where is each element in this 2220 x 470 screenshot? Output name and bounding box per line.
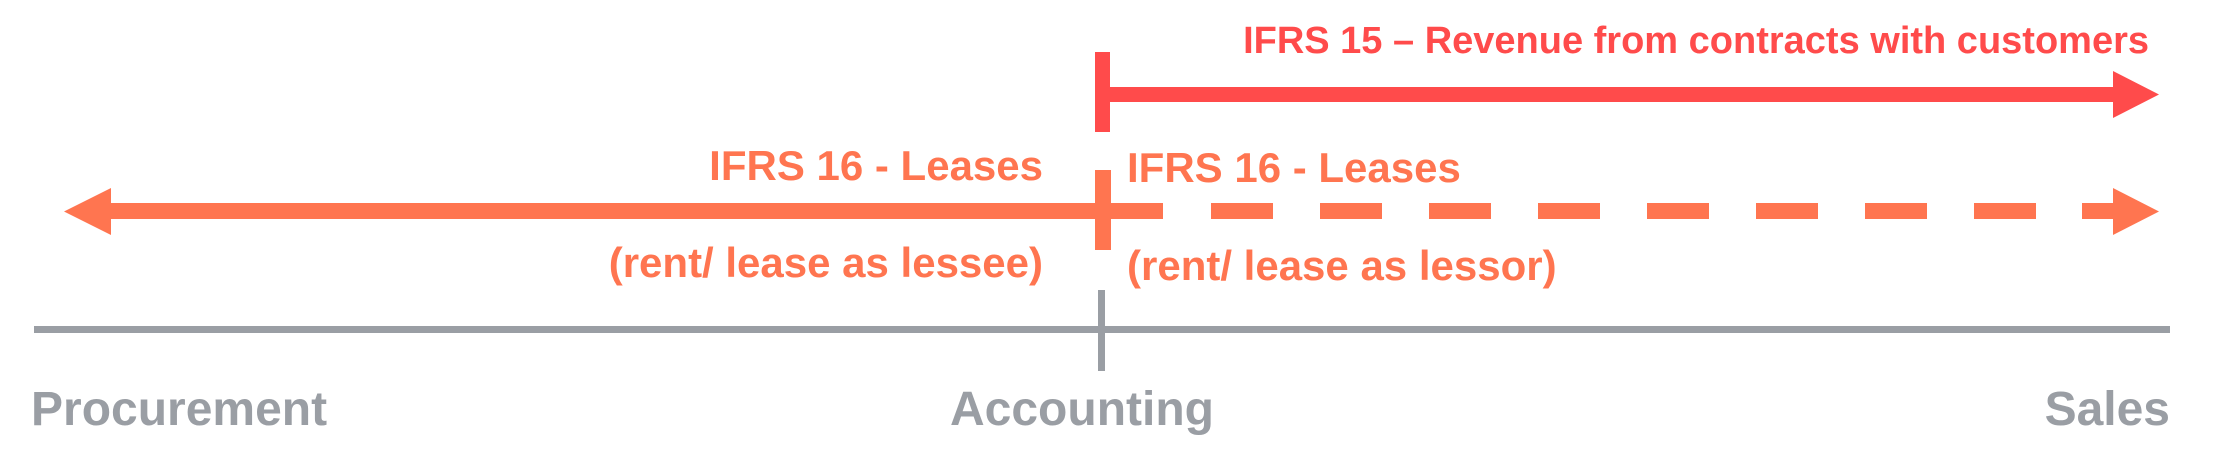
ifrs16-lessor-title: IFRS 16 - Leases bbox=[1127, 144, 1461, 191]
ifrs16-lessor-dash bbox=[1647, 203, 1709, 219]
ifrs16-lessee-title: IFRS 16 - Leases bbox=[709, 142, 1043, 189]
ifrs16-lessor-dash bbox=[1211, 203, 1273, 219]
ifrs16-lessor-arrow bbox=[1103, 188, 2159, 235]
ifrs16-lessor-dash bbox=[1320, 203, 1382, 219]
ifrs16-lessor-dash bbox=[2082, 203, 2114, 219]
ifrs16-lessor-subtitle: (rent/ lease as lessor) bbox=[1127, 242, 1557, 289]
axis-label-accounting: Accounting bbox=[950, 383, 1214, 436]
axis-label-sales: Sales bbox=[2044, 383, 2170, 436]
ifrs15-arrow bbox=[1095, 52, 2159, 132]
ifrs15-arrow-shaft bbox=[1095, 87, 2115, 102]
ifrs16-lessor-dash bbox=[1974, 203, 2036, 219]
ifrs16-lessee-arrow bbox=[64, 188, 1109, 235]
ifrs16-lessor-dash bbox=[1756, 203, 1818, 219]
axis-label-procurement: Procurement bbox=[31, 383, 328, 436]
ifrs16-lessor-dash bbox=[1429, 203, 1491, 219]
ifrs15-arrow-head bbox=[2113, 71, 2159, 118]
ifrs16-lessor-arrow-head bbox=[2113, 188, 2159, 235]
axis-center-tick bbox=[1098, 290, 1105, 371]
ifrs16-lessor-dash bbox=[1538, 203, 1600, 219]
ifrs15-title: IFRS 15 – Revenue from contracts with cu… bbox=[1243, 20, 2149, 62]
ifrs16-lessee-arrow-shaft bbox=[109, 203, 1109, 219]
process-axis bbox=[34, 290, 2170, 371]
ifrs16-lessee-arrow-head bbox=[64, 188, 111, 235]
ifrs16-lessor-dash bbox=[1103, 203, 1163, 219]
ifrs16-lessee-subtitle: (rent/ lease as lessee) bbox=[608, 239, 1043, 286]
ifrs16-lessor-dash bbox=[1865, 203, 1927, 219]
